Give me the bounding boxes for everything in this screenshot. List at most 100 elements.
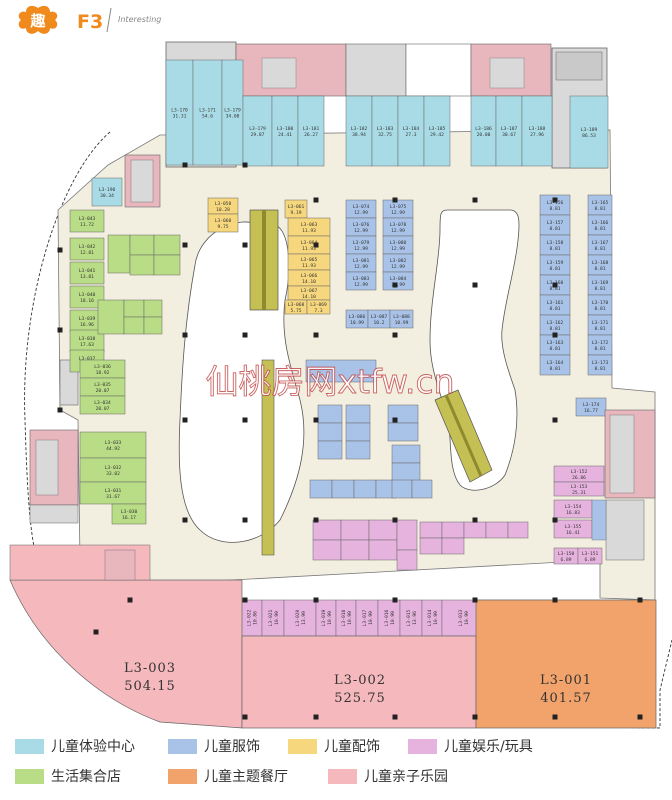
shop-unit-area: 13.81 <box>80 274 94 280</box>
column-marker <box>637 714 643 720</box>
column-marker <box>182 162 188 168</box>
shop-unit-area: 5.75 <box>290 308 301 314</box>
shop-unit-shape <box>463 521 487 539</box>
legend-item-lifestyle: 生活集合店 <box>15 765 121 787</box>
shop-unit-shape <box>111 503 147 525</box>
column-marker <box>392 197 398 203</box>
shop-unit-code: L3-018 <box>341 609 347 626</box>
shop-unit-code: L3-058 <box>215 201 232 207</box>
shop-unit-area: 31.31 <box>173 114 187 120</box>
shop-unit-area: 8.81 <box>594 246 605 252</box>
shop-unit-shape <box>345 95 373 167</box>
shop-unit-shape <box>69 285 105 309</box>
shop-unit-area: 31.67 <box>106 494 120 500</box>
shop-unit-code: L3-015 <box>406 609 412 626</box>
shop-unit-shape <box>283 599 317 637</box>
experience-units: L3-17031.31L3-17154.6L3-17934.08L3-17929… <box>165 59 609 169</box>
